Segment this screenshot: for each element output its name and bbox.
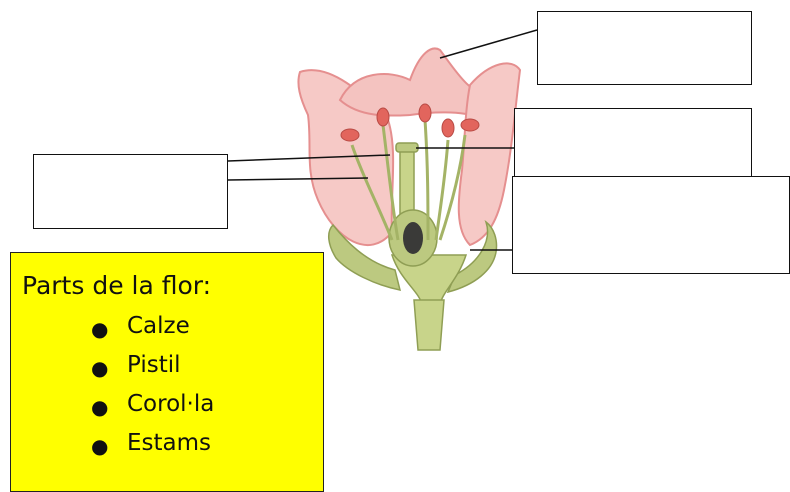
bullet-icon: ● (91, 356, 108, 380)
legend-title: Parts de la flor: (22, 271, 211, 300)
flower-parts-legend: Parts de la flor: ● Calze ● Pistil ● Corol·… (10, 252, 324, 492)
stem (414, 300, 444, 350)
pistil-stigma (396, 143, 418, 152)
label-box-left[interactable] (33, 154, 228, 229)
stamen-anther (377, 108, 389, 126)
legend-item-label: Pistil (127, 352, 181, 378)
legend-item-label: Calze (127, 313, 190, 339)
ovary-seeds (403, 222, 423, 254)
bullet-icon: ● (91, 317, 108, 341)
leader-line-top (440, 30, 537, 58)
label-box-top-right[interactable] (537, 11, 752, 85)
bullet-icon: ● (91, 434, 108, 458)
label-box-middle-right[interactable] (514, 108, 752, 184)
stamen-anther (461, 119, 479, 131)
stamen-anther (341, 129, 359, 141)
stamen-anther (419, 104, 431, 122)
bullet-icon: ● (91, 395, 108, 419)
legend-item-label: Corol·la (127, 391, 214, 417)
label-box-lower-right[interactable] (512, 176, 790, 274)
legend-item-label: Estams (127, 430, 211, 456)
stamen-anther (442, 119, 454, 137)
